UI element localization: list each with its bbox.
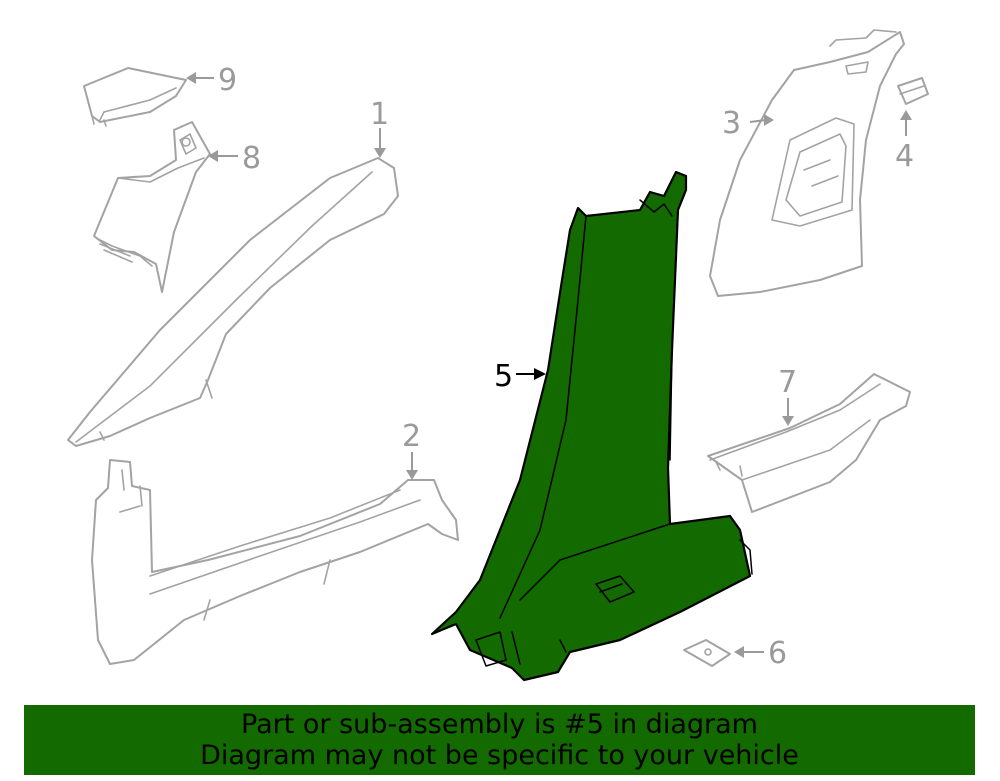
part-4-clip[interactable] (897, 77, 929, 105)
part-6-retainer[interactable] (683, 639, 731, 667)
callout-1: 1 (370, 97, 389, 132)
parts-diagram: 1 2 3 4 5 6 7 8 9 (67, 29, 929, 682)
part-7-scuff[interactable] (707, 373, 911, 513)
callout-8: 8 (242, 141, 261, 176)
part-2-sill[interactable] (91, 459, 459, 665)
callout-6: 6 (768, 636, 787, 671)
part-9-trim[interactable] (83, 67, 187, 127)
callout-2: 2 (402, 419, 421, 454)
part-1-a-pillar[interactable] (67, 157, 399, 447)
callout-7: 7 (778, 365, 797, 400)
callout-9: 9 (218, 63, 237, 98)
callout-5: 5 (494, 359, 513, 394)
part-5-highlighted[interactable] (430, 170, 753, 682)
part-8-cover[interactable] (93, 121, 211, 293)
callout-3: 3 (722, 106, 741, 141)
banner-line-1: Part or sub-assembly is #5 in diagram (241, 709, 758, 740)
callout-4: 4 (895, 139, 914, 174)
callout-leaders (186, 72, 912, 658)
info-banner: Part or sub-assembly is #5 in diagram Di… (24, 705, 975, 775)
part-3-upper-cover[interactable] (709, 29, 905, 297)
banner-line-2: Diagram may not be specific to your vehi… (200, 740, 799, 771)
